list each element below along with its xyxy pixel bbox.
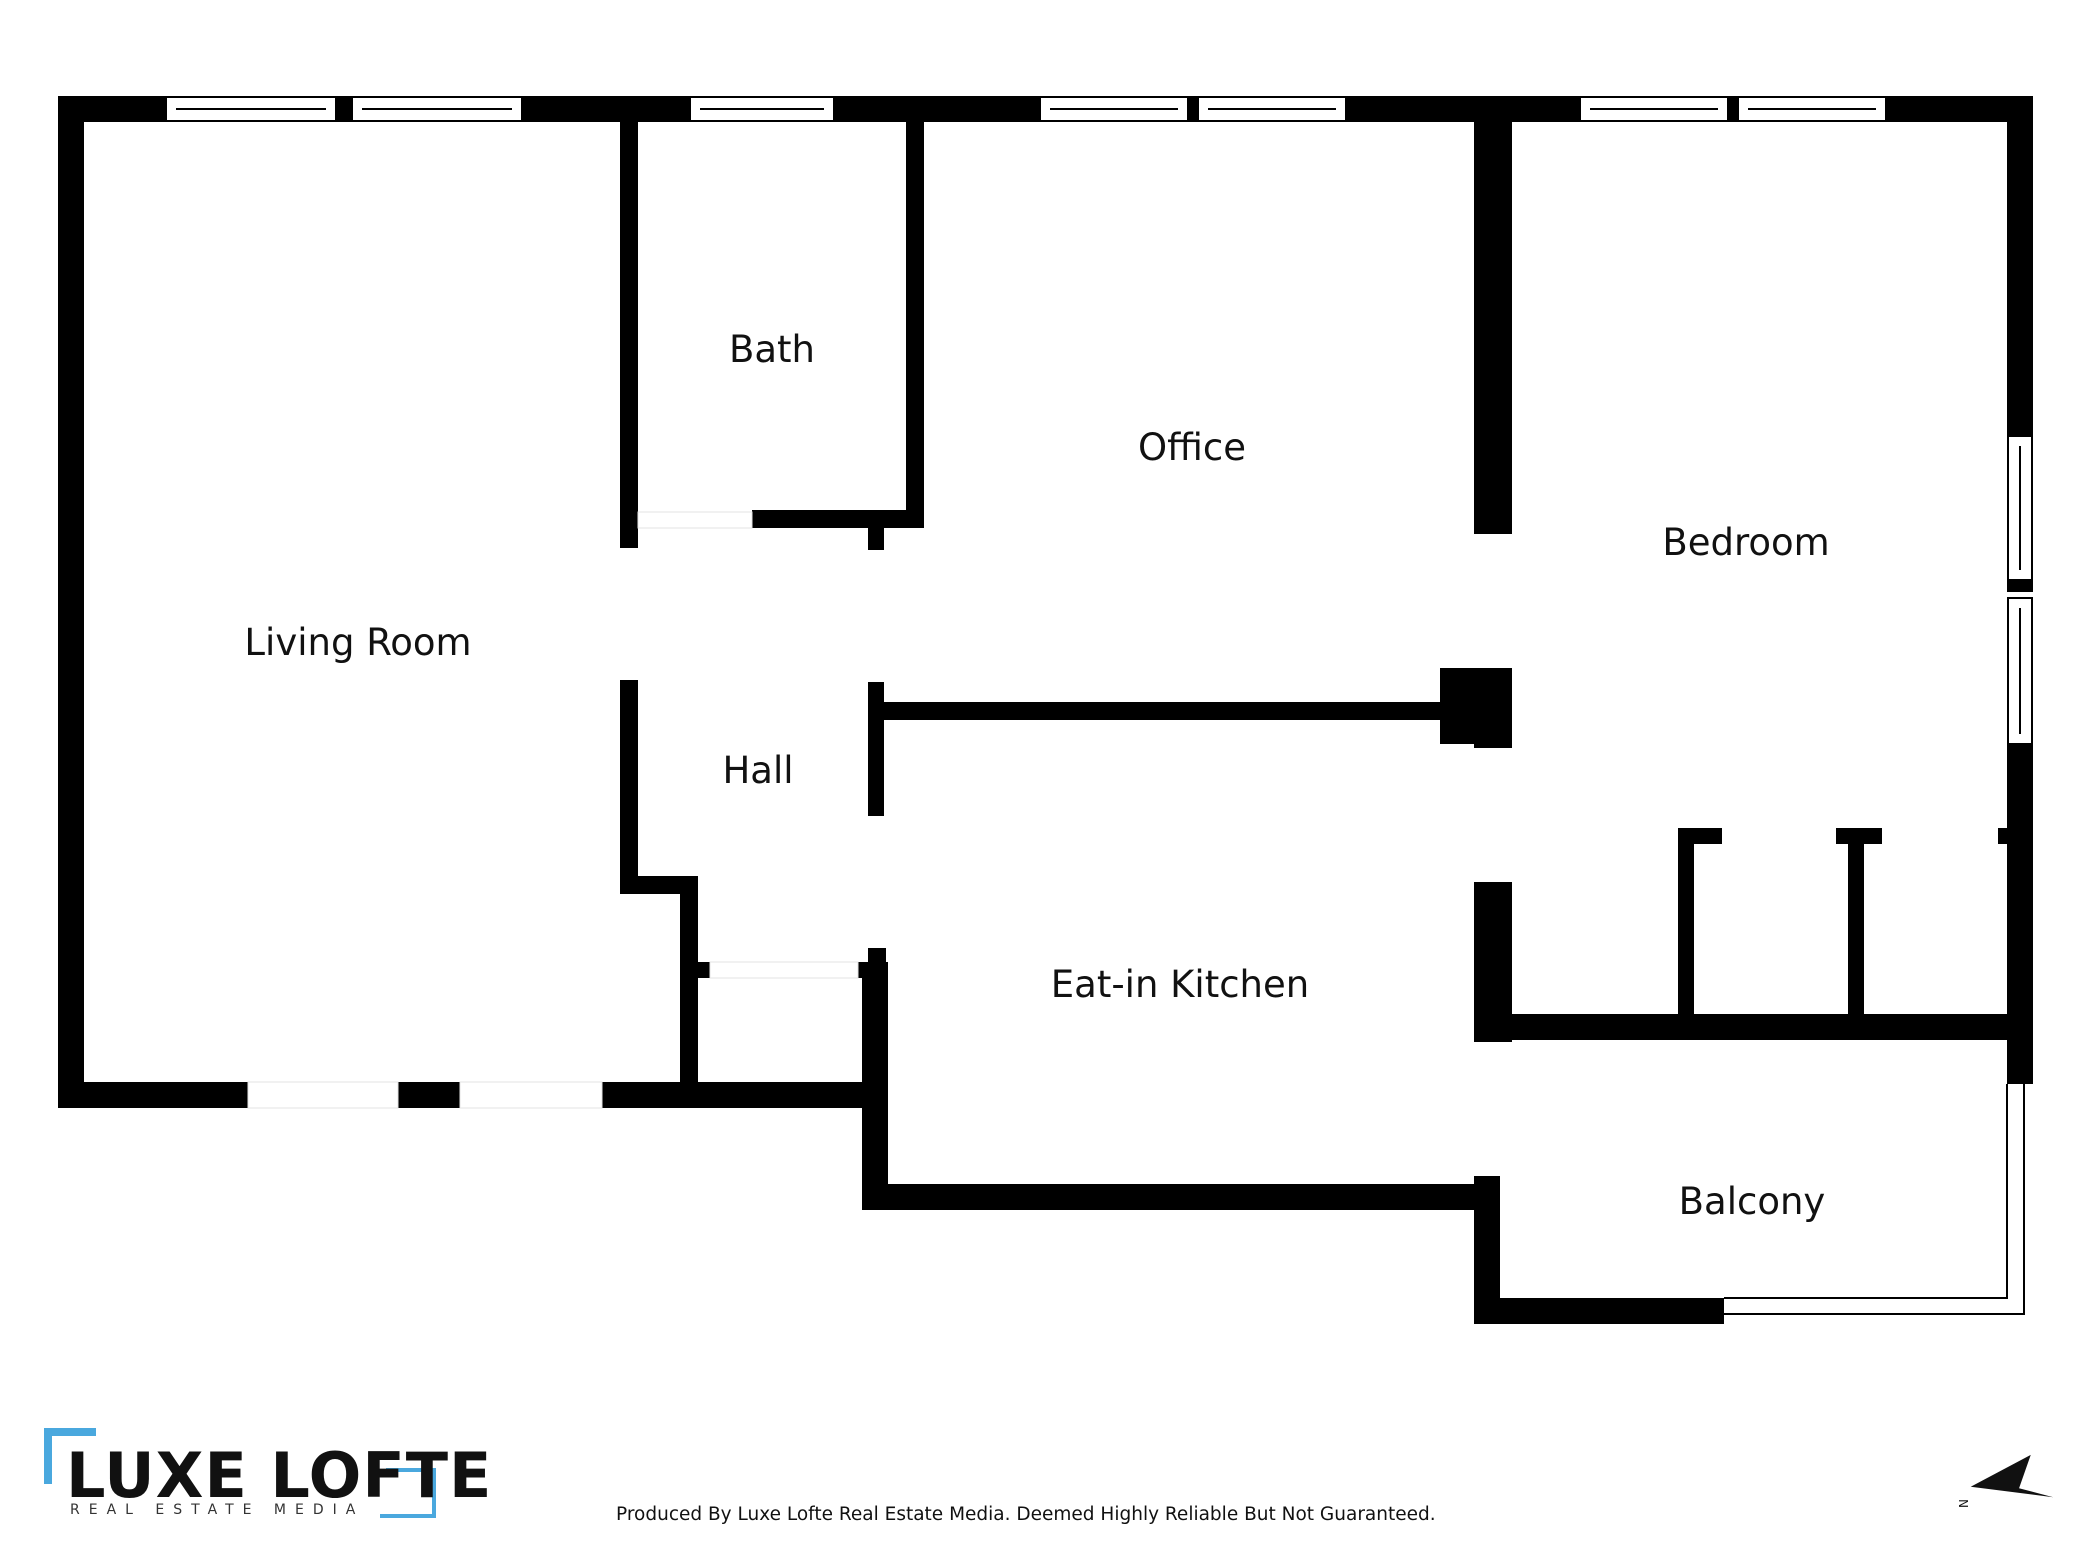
label-bath: Bath (729, 328, 815, 371)
wall-bedroom-balcony (1494, 1014, 2033, 1040)
wall-kitchen-bottom (862, 1184, 1494, 1210)
logo-tagline: REAL ESTATE MEDIA (70, 1502, 364, 1518)
label-kitchen: Eat-in Kitchen (1051, 963, 1309, 1006)
wall-right-mid (2007, 580, 2033, 592)
wall-closet-top-a (1678, 828, 1722, 844)
walls (58, 96, 2033, 1324)
wall-closet-top-b (1836, 828, 1882, 844)
wall-bath-right (906, 96, 924, 528)
label-living-room: Living Room (244, 621, 471, 664)
balcony-rail (1724, 1084, 2025, 1315)
window-bedroom-2 (1737, 96, 1887, 122)
wall-kitchen-left (862, 962, 888, 1210)
wall-closet-top-c (1998, 828, 2012, 844)
label-balcony: Balcony (1679, 1180, 1826, 1223)
window-bedroom-right-2 (2007, 597, 2033, 745)
window-bath (689, 96, 835, 122)
luxe-lofte-logo: LUXE LOFTE REAL ESTATE MEDIA (44, 1428, 492, 1518)
doorways (247, 511, 859, 1109)
window-bedroom-1 (1579, 96, 1729, 122)
wall-left (58, 96, 84, 1108)
windows (165, 96, 2033, 745)
wall-right-upper (2007, 96, 2033, 436)
door-living-south-2 (459, 1081, 603, 1109)
wall-closet-left-v (1678, 828, 1694, 1024)
window-office-1 (1039, 96, 1189, 122)
logo-bracket-top-left (44, 1428, 96, 1484)
wall-living-hall (620, 680, 638, 894)
door-closet (709, 961, 859, 979)
window-living-2 (351, 96, 523, 122)
wall-closet-mid-v (1848, 828, 1864, 1024)
room-labels: Living Room Bath Office Bedroom Hall Eat… (244, 328, 1829, 1223)
wall-living-step-v (680, 876, 698, 1106)
wall-hall-bottom-left (680, 962, 710, 978)
window-living-1 (165, 96, 337, 122)
label-bedroom: Bedroom (1662, 521, 1829, 564)
label-hall: Hall (722, 749, 793, 792)
disclaimer-text: Produced By Luxe Lofte Real Estate Media… (616, 1504, 1436, 1525)
wall-hall-right-b (868, 682, 884, 816)
wall-living-step-h (620, 876, 698, 894)
wall-hall-right-a (868, 528, 884, 550)
door-bath (637, 511, 753, 529)
door-living-south-1 (247, 1081, 399, 1109)
logo-bracket-bottom-right (380, 1468, 436, 1518)
wall-office-kitchen (884, 702, 1474, 720)
logo-wordmark: LUXE LOFTE (66, 1439, 492, 1512)
wall-office-bedroom-mid (1474, 668, 1512, 748)
wall-office-bedroom-upper (1474, 96, 1512, 534)
wall-bath-bottom (752, 510, 924, 528)
window-bedroom-right-1 (2007, 435, 2033, 581)
label-office: Office (1138, 426, 1246, 469)
wall-closet-bottom (680, 1082, 886, 1108)
wall-balcony-bottom (1474, 1298, 1724, 1324)
compass-letter: N (1957, 1499, 1971, 1508)
window-office-2 (1197, 96, 1347, 122)
north-arrow-icon: N (1957, 1454, 2054, 1508)
wall-living-bath (620, 96, 638, 548)
